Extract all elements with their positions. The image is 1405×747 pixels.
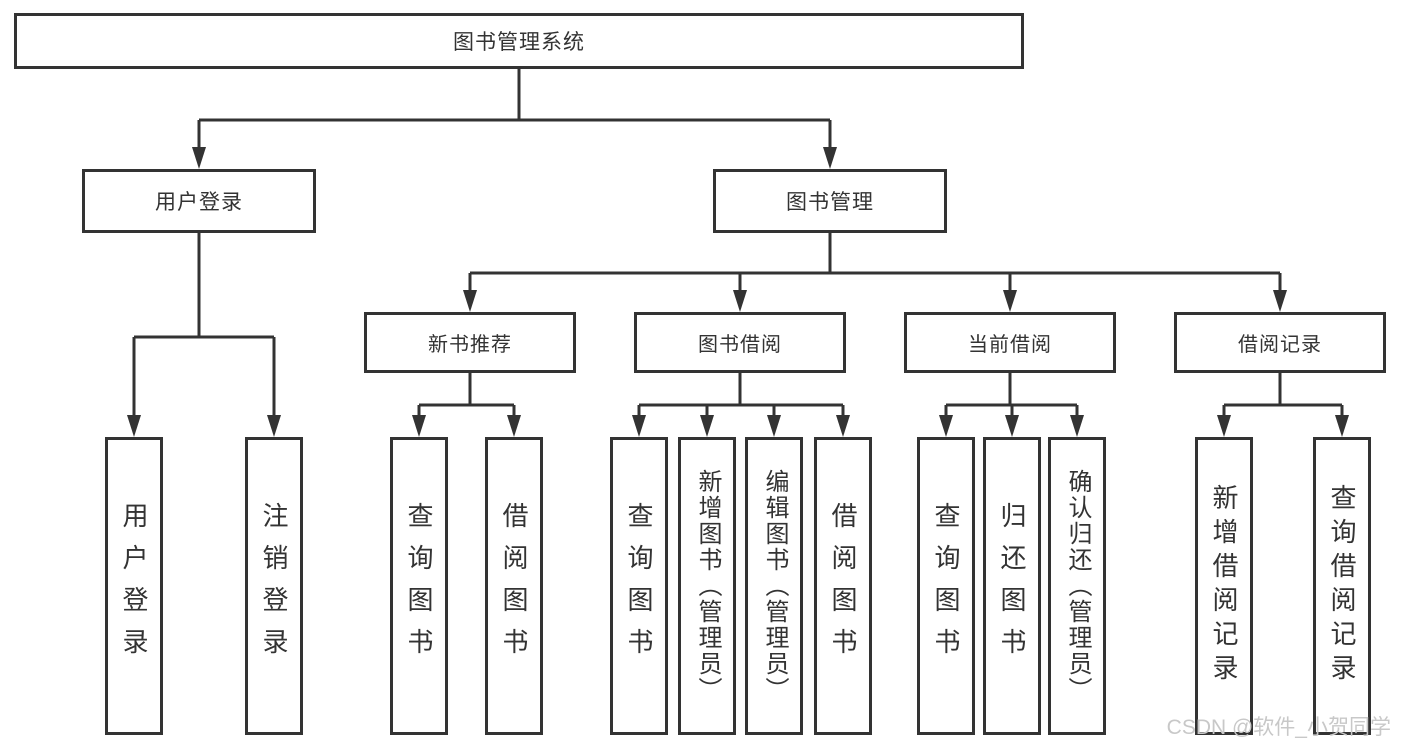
node-current-query-book-label: 查询图书 xyxy=(931,502,961,670)
connector-root-to-branches xyxy=(192,69,837,169)
node-root: 图书管理系统 xyxy=(14,13,1024,69)
arrow-down-icon xyxy=(1070,415,1084,437)
node-root-label: 图书管理系统 xyxy=(453,31,585,54)
arrow-down-icon xyxy=(192,147,206,169)
node-current-return-book: 归还图书 xyxy=(983,437,1041,735)
node-records-query-record: 查询借阅记录 xyxy=(1313,437,1371,735)
node-book-borrowing: 图书借阅 xyxy=(634,312,846,373)
arrow-down-icon xyxy=(267,415,281,437)
arrow-down-icon xyxy=(463,290,477,312)
node-book-management-label: 图书管理 xyxy=(786,191,874,214)
node-borrowing-records-label: 借阅记录 xyxy=(1238,334,1322,356)
node-book-borrowing-label: 图书借阅 xyxy=(698,334,782,356)
arrow-down-icon xyxy=(1005,415,1019,437)
node-user-login: 用户登录 xyxy=(82,169,316,233)
node-borrowing-add-book-admin: 新增图书（管理员） xyxy=(678,437,736,735)
node-borrowing-add-book-admin-label: 新增图书（管理员） xyxy=(694,469,721,703)
node-logout-leaf: 注销登录 xyxy=(245,437,303,735)
arrow-down-icon xyxy=(767,415,781,437)
node-user-login-leaf-label: 用户登录 xyxy=(119,502,149,670)
node-recommend-query-book-label: 查询图书 xyxy=(404,502,434,670)
node-borrowing-edit-book-admin: 编辑图书（管理员） xyxy=(745,437,803,735)
node-current-confirm-return-admin-label: 确认归还（管理员） xyxy=(1064,469,1091,703)
arrow-down-icon xyxy=(823,147,837,169)
node-logout-leaf-label: 注销登录 xyxy=(259,502,289,670)
arrow-down-icon xyxy=(733,290,747,312)
node-user-login-label: 用户登录 xyxy=(155,191,243,214)
arrow-down-icon xyxy=(939,415,953,437)
arrow-down-icon xyxy=(700,415,714,437)
node-borrowing-records: 借阅记录 xyxy=(1174,312,1386,373)
node-new-book-recommend-label: 新书推荐 xyxy=(428,334,512,356)
arrow-down-icon xyxy=(836,415,850,437)
connector-user-login-to-leaves xyxy=(127,233,281,437)
connector-current-borrowing-to-leaves xyxy=(939,373,1084,437)
node-current-return-book-label: 归还图书 xyxy=(997,502,1027,670)
arrow-down-icon xyxy=(1003,290,1017,312)
node-user-login-leaf: 用户登录 xyxy=(105,437,163,735)
arrow-down-icon xyxy=(1217,415,1231,437)
node-new-book-recommend: 新书推荐 xyxy=(364,312,576,373)
node-borrowing-query-book: 查询图书 xyxy=(610,437,668,735)
node-current-confirm-return-admin: 确认归还（管理员） xyxy=(1048,437,1106,735)
node-recommend-query-book: 查询图书 xyxy=(390,437,448,735)
connector-book-management-to-groups xyxy=(463,233,1287,312)
arrow-down-icon xyxy=(412,415,426,437)
connector-new-book-recommend-to-leaves xyxy=(412,373,521,437)
connector-book-borrowing-to-leaves xyxy=(632,373,850,437)
node-records-query-record-label: 查询借阅记录 xyxy=(1327,484,1357,688)
arrow-down-icon xyxy=(1273,290,1287,312)
node-current-borrowing-label: 当前借阅 xyxy=(968,334,1052,356)
connector-borrowing-records-to-leaves xyxy=(1217,373,1349,437)
node-borrowing-edit-book-admin-label: 编辑图书（管理员） xyxy=(761,469,788,703)
node-book-management: 图书管理 xyxy=(713,169,947,233)
node-borrowing-query-book-label: 查询图书 xyxy=(624,502,654,670)
node-borrowing-borrow-book: 借阅图书 xyxy=(814,437,872,735)
arrow-down-icon xyxy=(127,415,141,437)
arrow-down-icon xyxy=(632,415,646,437)
node-current-query-book: 查询图书 xyxy=(917,437,975,735)
csdn-watermark: CSDN @软件_小贺同学 xyxy=(1166,716,1391,739)
node-recommend-borrow-book: 借阅图书 xyxy=(485,437,543,735)
arrow-down-icon xyxy=(507,415,521,437)
node-borrowing-borrow-book-label: 借阅图书 xyxy=(828,502,858,670)
node-current-borrowing: 当前借阅 xyxy=(904,312,1116,373)
node-records-add-record: 新增借阅记录 xyxy=(1195,437,1253,735)
arrow-down-icon xyxy=(1335,415,1349,437)
node-recommend-borrow-book-label: 借阅图书 xyxy=(499,502,529,670)
node-records-add-record-label: 新增借阅记录 xyxy=(1209,484,1239,688)
